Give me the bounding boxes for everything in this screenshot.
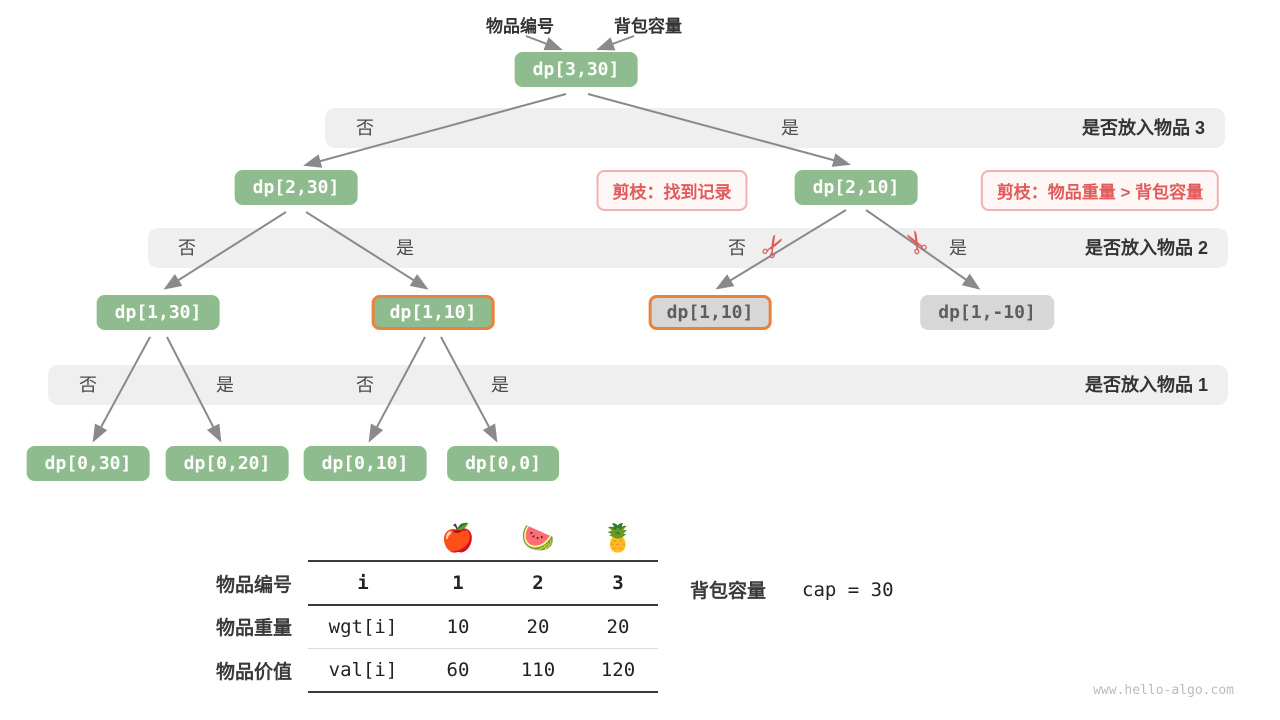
cell-wgt-2: 20 [498, 605, 578, 649]
node-dp-3-30: dp[3,30] [514, 52, 638, 87]
edge-line [163, 211, 287, 290]
prune-note-found-record: 剪枝：找到记录 [596, 170, 748, 211]
watermelon-icon: 🍉 [521, 523, 555, 553]
band1-title: 是否放入物品 1 [1084, 375, 1208, 395]
cell-i-3: 3 [578, 560, 658, 606]
band1-yes-label-2: 是 [491, 375, 509, 395]
band2-title: 是否放入物品 2 [1084, 238, 1208, 258]
item-id-label: 物品编号 [486, 17, 554, 36]
edge-line [596, 35, 635, 51]
node-dp-0-30: dp[0,30] [26, 446, 150, 481]
cell-val-2: 110 [498, 648, 578, 693]
cell-i-1: 1 [418, 560, 498, 606]
table-row-item-value: 物品价值 val[i] 60 110 120 [180, 648, 658, 693]
cell-key-val: val[i] [308, 648, 418, 693]
capacity-info-label: 背包容量 [690, 581, 767, 602]
row-label-item-value: 物品价值 [215, 661, 292, 683]
node-dp-2-30: dp[2,30] [234, 170, 358, 205]
edge-line [865, 209, 981, 290]
node-dp-1-10-highlighted: dp[1,10] [371, 295, 495, 330]
edge-line [715, 209, 847, 290]
cell-key-wgt: wgt[i] [308, 605, 418, 649]
band1-yes-label-1: 是 [216, 375, 234, 395]
node-dp-2-10: dp[2,10] [794, 170, 918, 205]
decision-band-item-3: 否 是 是否放入物品 3 [325, 108, 1225, 148]
node-dp-0-20: dp[0,20] [165, 446, 289, 481]
edge-line [368, 336, 426, 443]
decision-band-item-2: 否 是 否 是 是否放入物品 2 [148, 228, 1228, 268]
node-dp-0-0: dp[0,0] [447, 446, 559, 481]
apple-icon: 🍎 [441, 523, 475, 553]
edge-line [440, 336, 498, 443]
band2-no-label-2: 否 [728, 238, 746, 258]
edge-line [303, 93, 567, 168]
cell-wgt-3: 20 [578, 605, 658, 649]
band2-yes-label-2: 是 [949, 238, 967, 258]
band2-no-label-1: 否 [178, 238, 196, 258]
cell-key-i: i [308, 560, 418, 606]
band2-yes-label-1: 是 [396, 238, 414, 258]
node-dp-0-10: dp[0,10] [303, 446, 427, 481]
edge-line [166, 336, 222, 443]
pineapple-icon: 🍍 [601, 523, 635, 553]
table-row-item-weight: 物品重量 wgt[i] 10 20 20 [180, 605, 658, 649]
cell-val-1: 60 [418, 648, 498, 693]
cell-val-3: 120 [578, 648, 658, 693]
row-label-item-weight: 物品重量 [215, 618, 292, 640]
node-dp-1-neg10-pruned: dp[1,-10] [920, 295, 1054, 330]
band1-no-label-1: 否 [79, 375, 97, 395]
node-dp-1-10-pruned: dp[1,10] [648, 295, 772, 330]
band3-yes-label: 是 [781, 118, 799, 138]
edge-line [587, 93, 851, 167]
table-row-fruits: 🍎 🍉 🍍 [180, 516, 658, 561]
edge-line [92, 336, 151, 443]
items-table: 🍎 🍉 🍍 物品编号 i 1 2 3 物品重量 wgt[i] 10 20 20 … [180, 516, 658, 693]
table-row-item-index: 物品编号 i 1 2 3 [180, 560, 658, 606]
decision-band-item-1: 否 是 否 是 是否放入物品 1 [48, 365, 1228, 405]
band3-no-label: 否 [356, 118, 374, 138]
cell-i-2: 2 [498, 560, 578, 606]
node-dp-1-30: dp[1,30] [96, 295, 220, 330]
edge-line [525, 35, 563, 51]
watermark: www.hello-algo.com [1093, 683, 1234, 698]
capacity-info: 背包容量 cap = 30 [690, 576, 894, 603]
capacity-info-value: cap = 30 [802, 578, 894, 601]
capacity-label: 背包容量 [614, 17, 682, 36]
row-label-item-index: 物品编号 [215, 574, 292, 596]
band3-title: 是否放入物品 3 [1081, 118, 1205, 138]
edge-line [305, 211, 429, 290]
band1-no-label-2: 否 [356, 375, 374, 395]
cell-wgt-1: 10 [418, 605, 498, 649]
prune-note-weight-exceeds-capacity: 剪枝：物品重量 > 背包容量 [980, 170, 1220, 211]
